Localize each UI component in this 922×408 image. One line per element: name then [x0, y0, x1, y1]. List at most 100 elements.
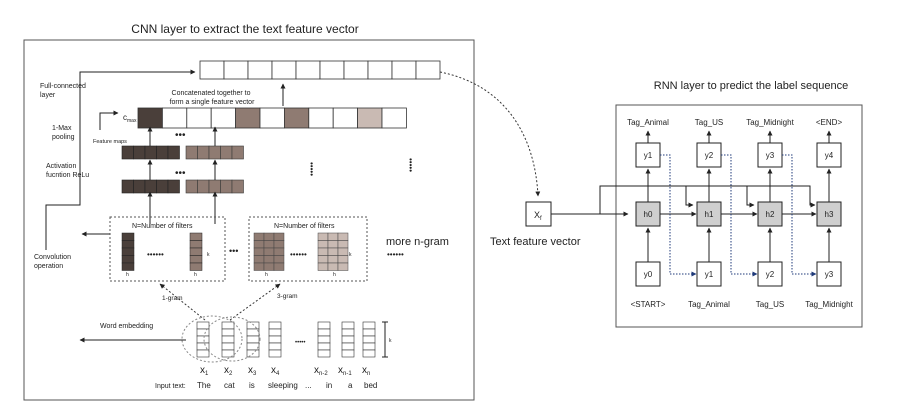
embedding-cell — [268, 321, 282, 330]
input-text-label: Input text: — [155, 383, 186, 390]
filter-cell — [327, 255, 339, 264]
feature-dots-1: ••• — [175, 130, 186, 141]
embedding-cell — [196, 321, 210, 330]
cnn-panel-border — [23, 39, 475, 401]
embedding-cell — [196, 349, 210, 358]
top-tag: Tag_US — [695, 118, 723, 127]
filters-label-2: N=Number of filters — [274, 223, 335, 230]
filter-cell — [263, 262, 275, 271]
input-label: y0 — [644, 270, 653, 279]
embedding-cell — [221, 321, 235, 330]
feature-map-cell-mid — [231, 179, 244, 194]
filter-cell — [189, 240, 203, 249]
embedding-cell — [362, 328, 376, 337]
feature-map-cell-dark — [156, 179, 169, 194]
feature-map-cell-dark — [144, 179, 157, 194]
embedding-cell — [221, 328, 235, 337]
embedding-cell — [196, 342, 210, 351]
fc-cell — [391, 60, 417, 80]
convolution-label: Convolution operation — [34, 254, 73, 270]
input-label: y1 — [705, 270, 714, 279]
gram1-label: 1-gram — [162, 295, 183, 302]
pool-cell — [283, 107, 310, 129]
input-word: cat — [224, 381, 235, 390]
fc-cell — [343, 60, 369, 80]
filter-cell — [121, 262, 135, 271]
gram1-arrow — [159, 283, 206, 321]
filter-cell — [273, 232, 285, 241]
bottom-tag: Tag_US — [756, 300, 784, 309]
fc-cell — [247, 60, 273, 80]
rnn-panel: RNN layer to predict the label sequence … — [551, 80, 863, 328]
rnn-title: RNN layer to predict the label sequence — [654, 80, 848, 92]
filter-cell — [327, 240, 339, 249]
input-word: ... — [305, 381, 312, 390]
filter-cell — [121, 247, 135, 256]
filter-cell — [253, 262, 265, 271]
filter-box-3gram-border — [248, 216, 368, 282]
pool-cell — [161, 107, 188, 129]
x-label: xn — [362, 365, 370, 377]
feature-map-cell-mid — [185, 145, 198, 160]
feature-map-cell-mid — [185, 179, 198, 194]
embedding-cell — [341, 328, 355, 337]
feature-map-cell-mid — [220, 179, 233, 194]
flow-conv-up — [45, 69, 196, 250]
embedding-cell — [362, 335, 376, 344]
input-label: y2 — [766, 270, 775, 279]
pool-cell — [235, 107, 261, 129]
embedding-cell — [221, 342, 235, 351]
more-ngram-dots: •••••• — [387, 250, 404, 259]
output-node — [757, 142, 783, 168]
pool-cell — [357, 107, 383, 129]
feature-map-cell-dark — [121, 179, 134, 194]
filter-cell — [317, 255, 329, 264]
h-label-2a: h — [265, 272, 268, 278]
hidden-label: h0 — [644, 210, 653, 219]
pool-cell — [259, 107, 285, 129]
filter-cell — [253, 240, 265, 249]
arrow-feedback — [721, 154, 758, 277]
hidden-label: h2 — [766, 210, 775, 219]
embedding-dots: ••••• — [295, 340, 306, 346]
embedding-cell — [221, 335, 235, 344]
feature-map-cell-dark — [156, 145, 169, 160]
text-feature-node: Xf — [525, 201, 552, 227]
window-ellipse-2 — [203, 316, 261, 362]
embedding-cell — [341, 342, 355, 351]
between-box-dots: ••• — [229, 246, 238, 256]
output-node — [816, 142, 842, 168]
window-ellipse-1 — [181, 315, 243, 363]
cnn-title: CNN layer to extract the text feature ve… — [131, 22, 358, 36]
embedding-cell — [341, 321, 355, 330]
filter-box-1gram: N=Number of filters •••••• k h h — [109, 216, 226, 282]
output-label: y3 — [766, 151, 775, 160]
fc-cell — [271, 60, 297, 80]
embedding-cell — [317, 328, 331, 337]
filter-cell — [189, 262, 203, 271]
input-word: bed — [364, 381, 377, 390]
filter-cell — [317, 240, 329, 249]
xf-label: Xf — [534, 210, 542, 222]
k-label-2: k — [349, 252, 352, 258]
feature-map-cell-mid — [231, 145, 244, 160]
x-label: xn-1 — [338, 365, 352, 377]
hidden-node — [757, 201, 783, 227]
word-embedding-label: Word embedding — [100, 323, 153, 330]
embedding-cell — [341, 335, 355, 344]
xf-branch-h2 — [746, 186, 755, 208]
feature-map-cell-dark — [167, 145, 180, 160]
feature-map-cell-dark — [144, 145, 157, 160]
pool-cell — [381, 107, 407, 129]
output-label: y1 — [644, 151, 653, 160]
fc-cell — [223, 60, 249, 80]
filter-cell — [253, 247, 265, 256]
cnn-to-feature-curve — [439, 71, 541, 197]
embedding-cell — [317, 349, 331, 358]
filter-cell — [317, 232, 329, 241]
feature-map-cell-mid — [197, 179, 210, 194]
max-pooling-label: 1-Max pooling — [52, 125, 75, 141]
x-label: x2 — [224, 365, 233, 377]
full-connected-label: Full-connected layer — [40, 83, 88, 99]
